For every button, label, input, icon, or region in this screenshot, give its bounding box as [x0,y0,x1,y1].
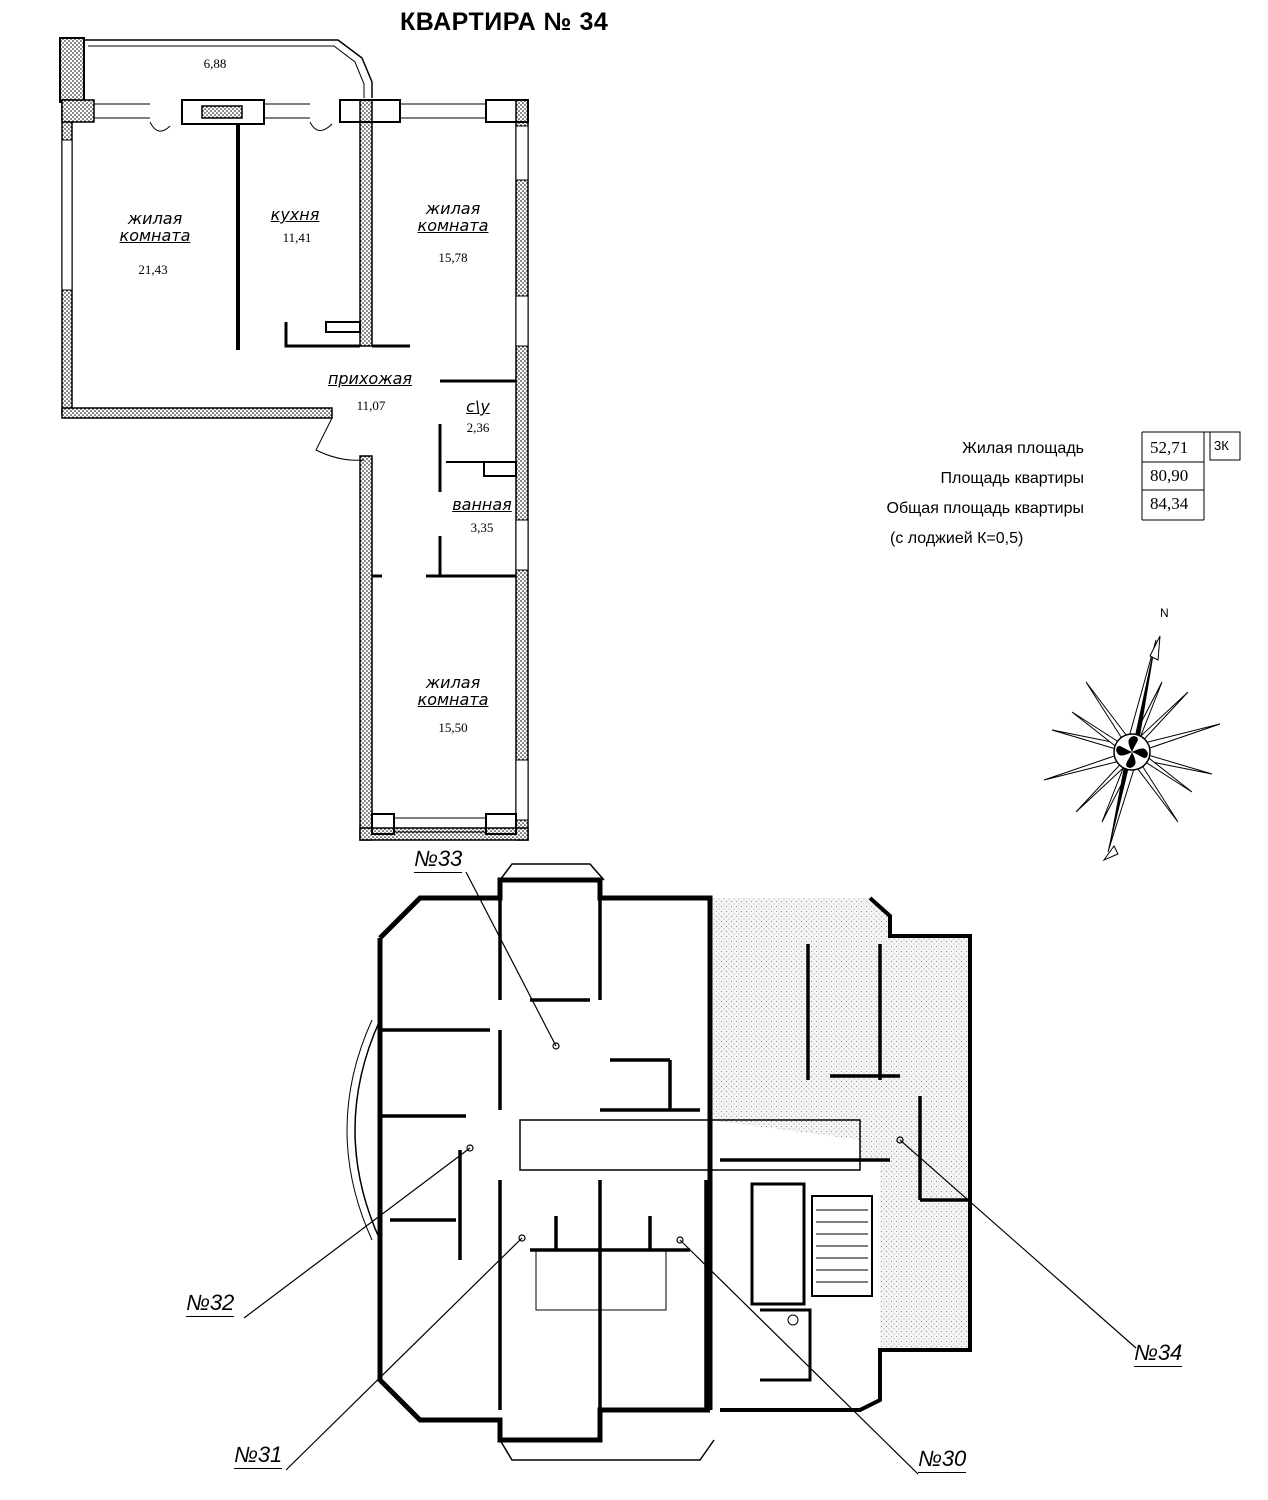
room-bathroom-area: 3,35 [470,520,494,535]
room-living-1-name-line2: комната [119,226,191,245]
page-title: КВАРТИРА № 34 [400,8,609,36]
room-wc-name: с\у [466,397,490,416]
room-hallway-name: прихожая [327,369,413,388]
room-hallway-label: прихожая [316,370,424,387]
room-living-1-area: 21,43 [138,262,168,277]
room-wc-label: с\у [450,398,506,415]
room-living-2-name-line1: жилая [425,199,481,218]
compass-rose [1043,635,1221,862]
north-label: N [1160,606,1169,620]
apartment-area-label: Площадь квартиры [940,470,1084,487]
loggia-area: 6,88 [203,56,227,71]
leader-lines [243,871,1137,1475]
apartment-tag-33: №33 [414,846,463,873]
loggia-note: (с лоджией К=0,5) [890,530,1024,547]
apartment-tag-31: №31 [234,1442,283,1469]
room-count-badge: 3К [1214,438,1229,453]
apartment-area-value: 80,90 [1150,466,1189,485]
living-area-label: Жилая площадь [962,440,1084,457]
room-hallway-area: 11,07 [356,398,386,413]
room-living-3-area: 15,50 [438,720,468,735]
total-area-value: 84,34 [1150,494,1189,513]
room-living-2-label: жилая комната [398,200,508,234]
total-area-label: Общая площадь квартиры [886,500,1084,517]
room-living-1-label: жилая комната [100,210,210,244]
living-area-value: 52,71 [1150,438,1189,457]
room-kitchen-label: кухня [255,206,335,223]
apartment-tag-34: №34 [1134,1340,1183,1367]
apartment-tag-32: №32 [186,1290,235,1317]
room-kitchen-name: кухня [270,205,320,224]
apartment-plan [59,37,529,841]
room-living-1-name-line1: жилая [127,209,183,228]
room-living-3-name-line1: жилая [425,673,481,692]
floor-key-plan [346,863,972,1461]
room-wc-area: 2,36 [466,420,490,435]
room-living-3-label: жилая комната [398,674,508,708]
room-living-2-area: 15,78 [438,250,468,265]
room-bathroom-label: ванная [444,496,520,513]
room-kitchen-area: 11,41 [282,230,312,245]
room-living-2-name-line2: комната [417,216,489,235]
apartment-tag-30: №30 [918,1446,967,1473]
legend-table [1141,431,1241,521]
room-living-3-name-line2: комната [417,690,489,709]
room-bathroom-name: ванная [452,495,512,514]
